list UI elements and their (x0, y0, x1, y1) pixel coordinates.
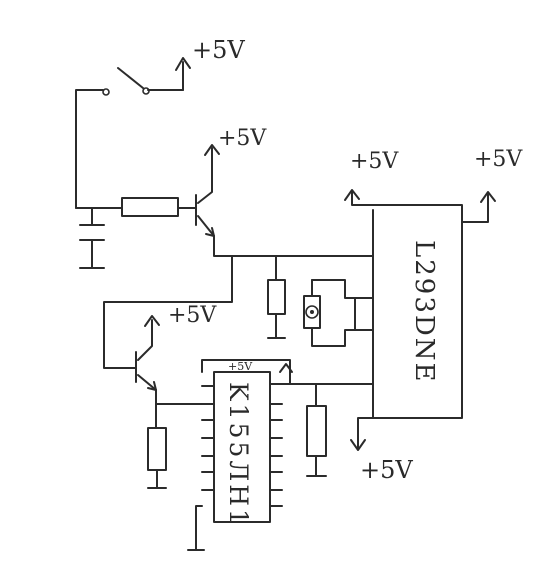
logic-chip-body (187, 359, 301, 551)
driver-supply-right-label: +5V (474, 147, 523, 172)
transistor2-supply-label: +5V (168, 303, 217, 328)
driver-bottom-supply-label: +5V (360, 456, 413, 484)
base-resistor (91, 197, 197, 217)
pulldown-resistor (267, 255, 286, 339)
logic-to-driver-wire (299, 383, 374, 477)
driver-chip-label: L293DNE (409, 240, 439, 383)
transistor-q1 (195, 144, 374, 257)
driver-chip-body (344, 189, 496, 451)
feedback-wire (103, 255, 233, 369)
transistor-q2 (135, 315, 207, 429)
input-capacitor (75, 207, 105, 269)
transistor1-supply-label: +5V (218, 126, 267, 151)
motor (303, 279, 374, 347)
switch (75, 57, 191, 209)
switch-supply-label: +5V (192, 36, 245, 64)
logic-chip-supply-label: +5V (228, 360, 253, 373)
logic-chip-label: K155ЛН1 (224, 382, 253, 528)
emitter-resistor (147, 427, 167, 489)
driver-supply-left-label: +5V (350, 149, 399, 174)
